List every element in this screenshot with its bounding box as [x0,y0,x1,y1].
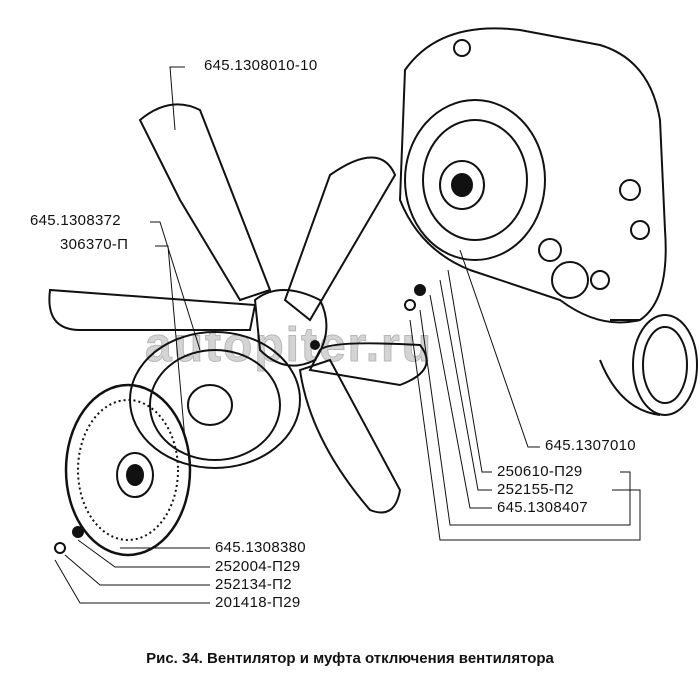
pump-boss-lower [551,261,589,299]
pump-outlet-inner [642,326,688,404]
clutch-ring [129,331,301,469]
pump-hub [439,160,485,210]
viscous-clutch-core [126,464,144,486]
pump-shaft [451,173,473,197]
pump-bolt-hole [619,179,641,201]
fan-blade [308,342,428,387]
viscous-clutch-fins [77,399,179,541]
label-clutch: 645.1308380 [215,539,306,556]
leader-lines [54,66,641,604]
clutch-ring-center [187,384,233,426]
label-bolt2: 201418-П29 [215,594,301,611]
label-bolt1: 250610-П29 [497,463,583,480]
label-washer1: 252155-П2 [497,481,574,498]
pump-boss [453,39,471,57]
fan-blade [48,288,257,331]
pump-housing [398,27,667,324]
pump-pulley [404,99,546,261]
fan-hub [253,289,328,367]
label-pump: 645.1307010 [545,437,636,454]
fan-blade [298,358,402,514]
fan-blade [283,156,397,322]
fan-blade [138,103,272,302]
label-nut2: 252004-П29 [215,558,301,575]
clutch-ring-inner [149,349,281,461]
pump-pulley-inner [422,119,528,241]
label-fan: 645.1308010-10 [204,57,318,74]
pump-bolt-hole [590,270,610,290]
pump-outlet-neck [599,319,661,416]
pump-outlet [632,314,698,416]
label-ring: 306370-П [60,236,129,253]
label-hub: 645.1308372 [30,212,121,229]
washer [404,299,416,311]
bolt [72,526,84,538]
watermark: autopiter.ru [144,319,434,373]
bolt [414,284,426,296]
viscous-clutch [64,383,192,557]
viscous-clutch-center [116,452,154,498]
figure-caption: Рис. 34. Вентилятор и муфта отключения в… [146,650,554,667]
pump-bolt-hole [630,220,650,240]
label-washer2: 252134-П2 [215,576,292,593]
fan-hub-bolt [310,340,320,350]
pump-bolt-hole [538,238,562,262]
washer [54,542,66,554]
label-spacer: 645.1308407 [497,499,588,516]
